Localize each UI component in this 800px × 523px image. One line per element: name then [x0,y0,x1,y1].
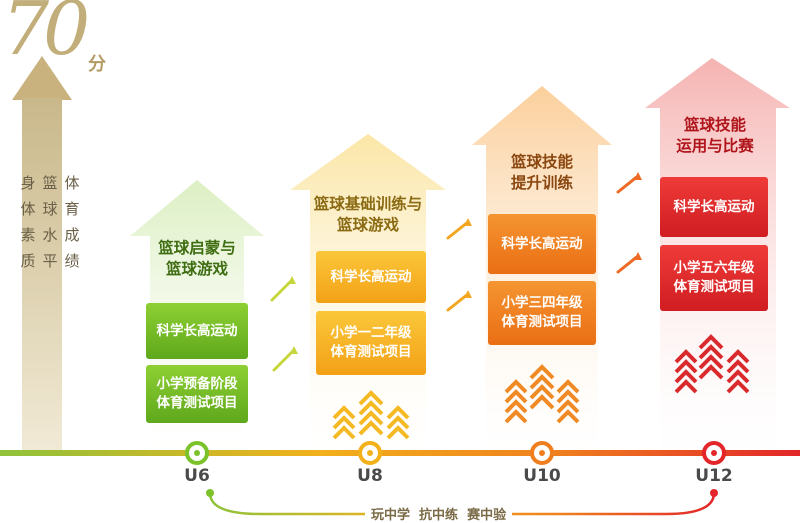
stage-box-test-u8: 小学一二年级体育测试项目 [316,311,426,375]
stage-box-height-u6: 科学长高运动 [146,303,248,359]
timeline-node-u12 [704,443,724,463]
stage-box-height-u12: 科学长高运动 [660,177,768,237]
stage-title-u10: 篮球技能提升训练 [482,152,602,194]
stage-title-u6: 篮球启蒙与篮球游戏 [137,238,257,280]
axis-label-pe-score: 体 育 成 绩 [64,170,80,274]
stage-box-test-u10: 小学三四年级体育测试项目 [488,281,596,345]
timeline-node-u6 [187,443,207,463]
stage-label-u6: U6 [167,466,227,486]
score-logo: 70 分 [2,0,112,80]
timeline-node-u10 [532,443,552,463]
stage-label-u10: U10 [512,466,572,486]
stage-box-height-u10: 科学长高运动 [488,214,596,274]
stage-title-u12: 篮球技能运用与比赛 [652,115,778,157]
stage-box-test-u12: 小学五六年级体育测试项目 [660,245,768,311]
timeline-node-u8 [360,443,380,463]
motto-text: 玩中学 抗中练 赛中验 [365,504,512,523]
score-unit: 分 [88,50,106,76]
stage-label-u8: U8 [340,466,400,486]
stage-box-test-u6: 小学预备阶段体育测试项目 [146,365,248,423]
axis-label-basketball-level: 篮 球 水 平 [42,170,58,274]
stage-title-u8: 篮球基础训练与篮球游戏 [300,194,436,236]
stage-label-u12: U12 [684,466,744,486]
axis-label-physical: 身 体 素 质 [20,170,36,274]
stage-box-height-u8: 科学长高运动 [316,251,426,303]
timeline-bar [0,450,800,456]
score-number: 70 [2,0,84,72]
